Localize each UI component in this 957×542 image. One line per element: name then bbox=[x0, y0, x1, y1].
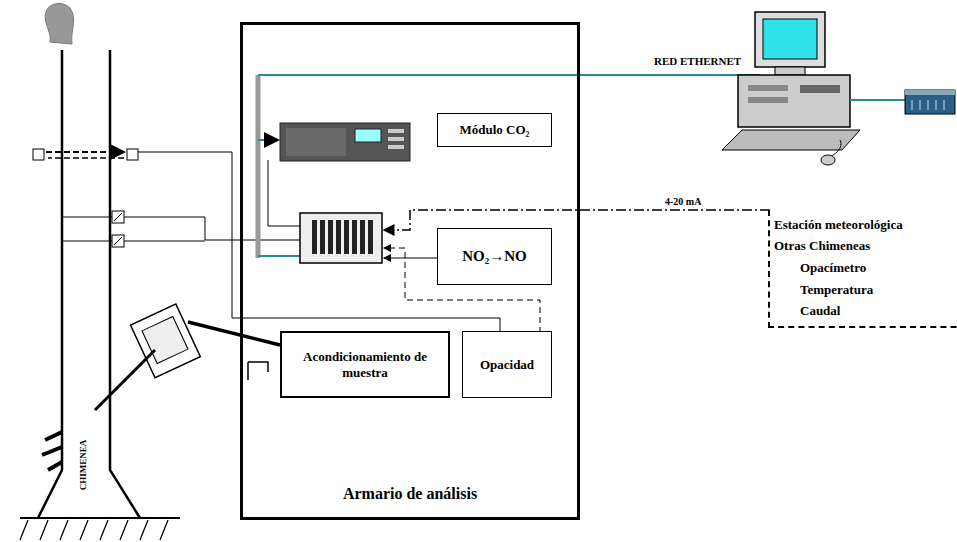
sample-line bbox=[188, 322, 280, 345]
sensor-tap bbox=[62, 217, 112, 241]
opacity-sensor bbox=[33, 149, 44, 160]
module-box: Módulo CO₂ bbox=[437, 113, 552, 147]
node-text: NO₂→NO bbox=[462, 248, 527, 265]
network-line bbox=[850, 99, 905, 101]
node-text: Módulo CO₂ bbox=[460, 122, 530, 138]
wire bbox=[268, 160, 300, 226]
module-box: Acondicionamiento de muestra bbox=[280, 331, 450, 398]
gas-analyzer bbox=[280, 123, 410, 161]
node-text: Opacidad bbox=[480, 357, 534, 373]
network-label: RED ETHERNET bbox=[652, 55, 743, 67]
node-text: Estación meteorológica bbox=[774, 217, 957, 233]
module-box: NO₂→NO bbox=[437, 228, 552, 285]
analysis-cabinet: Armario de análisis Módulo CO₂ NO₂→NO Acond… bbox=[240, 22, 580, 520]
node-text: Caudal bbox=[774, 303, 957, 319]
ethernet-line bbox=[258, 139, 278, 141]
ethernet-line bbox=[258, 74, 760, 76]
light-beam bbox=[48, 157, 124, 159]
module-box: Opacidad bbox=[462, 331, 552, 398]
drain-symbol bbox=[248, 362, 268, 380]
ethernet-line bbox=[258, 255, 300, 257]
chimney bbox=[20, 50, 180, 518]
network-bus bbox=[256, 75, 261, 258]
signal-label: 4-20 mA bbox=[663, 196, 703, 207]
sensor-mark bbox=[114, 213, 122, 245]
node-text: Otras Chimeneas bbox=[774, 238, 957, 254]
sample-probe bbox=[131, 304, 201, 378]
light-beam bbox=[46, 151, 124, 153]
node-text: Temperatura bbox=[774, 282, 957, 298]
computer bbox=[722, 12, 860, 165]
signal-line bbox=[384, 210, 770, 230]
plc bbox=[300, 213, 382, 263]
network-device bbox=[905, 90, 955, 114]
node-text: Armario de análisis bbox=[343, 485, 477, 503]
node-text: Acondicionamiento de muestra bbox=[290, 349, 440, 380]
wire bbox=[124, 217, 300, 241]
smoke bbox=[45, 4, 73, 45]
external-inputs-box: Estación meteorológicaOtras ChimeneasOpa… bbox=[768, 210, 957, 328]
opacity-reflector bbox=[127, 149, 138, 160]
node-text: Opacímetro bbox=[774, 260, 957, 276]
probe-tube bbox=[95, 350, 155, 410]
chimney-label: CHIMENEA bbox=[78, 438, 88, 493]
ground-hatch bbox=[20, 520, 168, 540]
wire bbox=[384, 258, 437, 259]
